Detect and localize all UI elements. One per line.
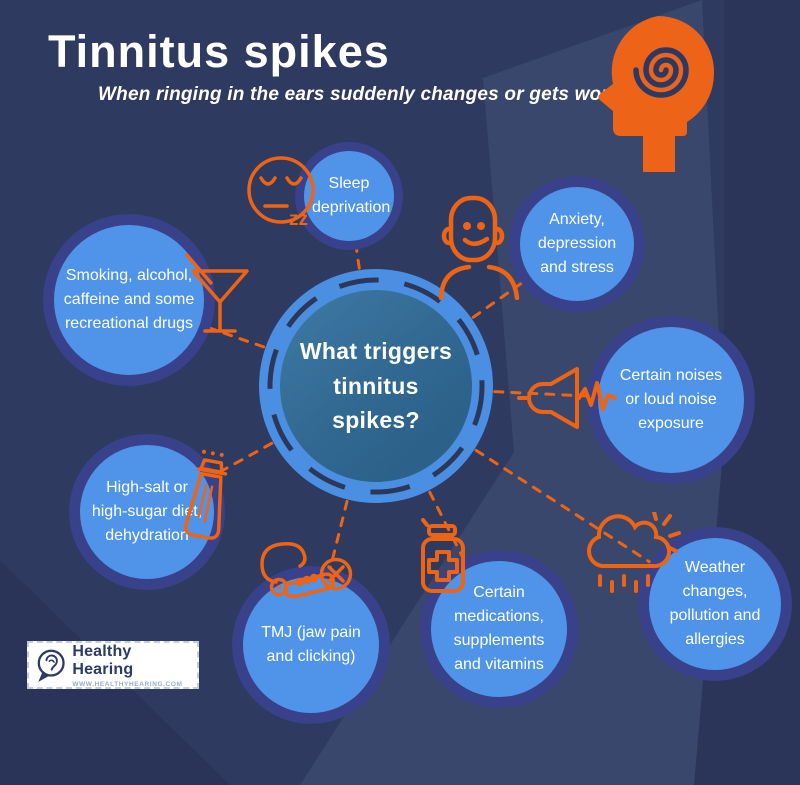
bubble-label: Certain noises or loud noise exposure (619, 367, 723, 432)
bubble-label: Certain medications, supplements and vit… (453, 584, 545, 673)
bubble-smoking-alcohol-caffeine: Smoking, alcohol, caffeine and some recr… (43, 214, 215, 386)
bubble-label: Anxiety, depression and stress (537, 211, 617, 276)
bubble-tmj: TMJ (jaw pain and clicking) (232, 566, 390, 724)
bubble-label: Weather changes, pollution and allergies (669, 559, 761, 648)
brand-name: Healthy Hearing (72, 642, 134, 678)
loudspeaker-icon (517, 367, 617, 429)
page-title: Tinnitus spikes (48, 26, 390, 77)
rain-cloud-icon (587, 512, 681, 593)
salt-shaker-icon (183, 449, 228, 540)
bubble-medications-supplements: Certain medications, supplements and vit… (420, 550, 578, 708)
bubble-noise-exposure: Certain noises or loud noise exposure (587, 316, 755, 484)
bubble-label: Smoking, alcohol, caffeine and some recr… (63, 267, 195, 332)
page-subtitle: When ringing in the ears suddenly change… (98, 84, 631, 105)
svg-text:zz: zz (289, 209, 308, 230)
ear-speech-bubble-icon (37, 649, 65, 682)
central-question-circle: What triggers tinnitus spikes? (259, 269, 493, 503)
bubble-label: Sleep deprivation (312, 175, 391, 216)
jaw-icon (260, 541, 353, 599)
bubble-label: High-salt or high-sugar diet, dehydratio… (91, 479, 203, 544)
bubble-weather-pollution-allergies: Weather changes, pollution and allergies (638, 527, 792, 681)
healthy-hearing-logo: Healthy Hearing WWW.HEALTHYHEARING.COM (27, 641, 199, 689)
central-dashed-ring (267, 277, 485, 495)
bubble-label: TMJ (jaw pain and clicking) (261, 624, 361, 665)
martini-glass-icon (185, 253, 249, 333)
brand-url: WWW.HEALTHYHEARING.COM (72, 680, 183, 688)
central-question-text: What triggers tinnitus spikes? (299, 338, 453, 434)
bubble-anxiety-depression-stress: Anxiety, depression and stress (509, 176, 645, 312)
head-spiral-icon (598, 15, 715, 172)
worried-person-icon (438, 195, 520, 300)
sleepy-face-icon: zz (247, 156, 315, 230)
header: Tinnitus spikes When ringing in the ears… (48, 26, 631, 106)
pill-bottle-icon (421, 518, 465, 593)
